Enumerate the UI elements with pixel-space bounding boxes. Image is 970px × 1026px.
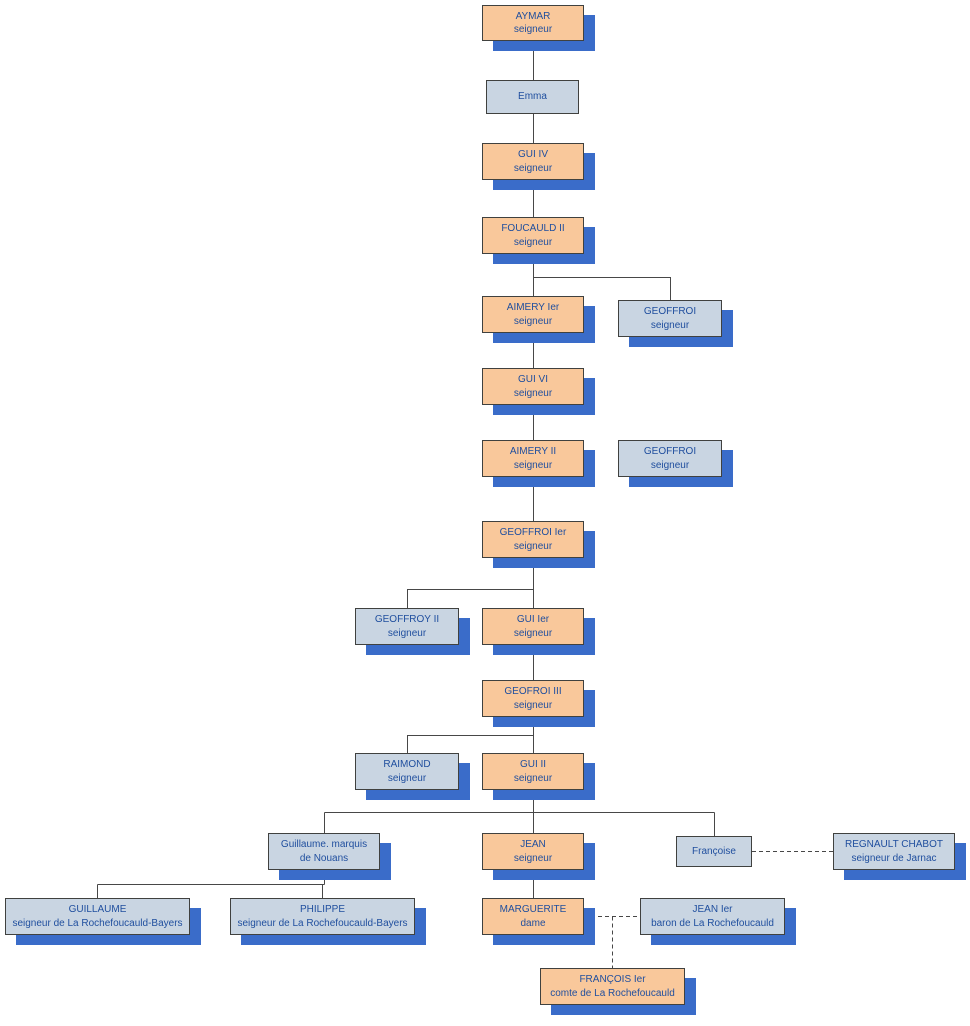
node-aimery-ier[interactable]: AIMERY Ier seigneur xyxy=(482,296,584,333)
person-name: MARGUERITE xyxy=(499,904,567,915)
node-gui-vi[interactable]: GUI VI seigneur xyxy=(482,368,584,405)
person-name: GEOFFROY II xyxy=(374,614,440,625)
connector xyxy=(533,277,671,300)
node-aimery-ii[interactable]: AIMERY II seigneur xyxy=(482,440,584,477)
node-foucauld-ii[interactable]: FOUCAULD II seigneur xyxy=(482,217,584,254)
person-name: AIMERY Ier xyxy=(506,302,560,313)
person-title: seigneur xyxy=(513,699,553,711)
person-name: GEOFROI III xyxy=(504,686,562,697)
person-title: de Nouans xyxy=(299,852,349,864)
person-title: seigneur xyxy=(513,627,553,639)
person-title: dame xyxy=(520,917,546,929)
node-gui-iv[interactable]: GUI IV seigneur xyxy=(482,143,584,180)
person-title: seigneur xyxy=(513,162,553,174)
person-name: GUI Ier xyxy=(516,614,550,625)
person-name: RAIMOND xyxy=(383,759,431,770)
person-name: GEOFFROI xyxy=(643,306,697,317)
person-title: seigneur xyxy=(650,319,690,331)
node-francoise[interactable]: Françoise xyxy=(676,836,752,867)
node-geoffroi-1[interactable]: GEOFFROI seigneur xyxy=(618,300,722,337)
connector xyxy=(407,735,534,753)
person-name: AYMAR xyxy=(515,10,551,22)
node-guillaume-bayers[interactable]: GUILLAUME seigneur de La Rochefoucauld-B… xyxy=(5,898,190,935)
person-title: seigneur xyxy=(387,627,427,639)
node-francois-ier[interactable]: FRANÇOIS Ier comte de La Rochefoucauld xyxy=(540,968,685,1005)
connector xyxy=(407,589,534,608)
person-name: FOUCAULD II xyxy=(501,223,565,234)
person-name: Guillaume. marquis xyxy=(280,839,368,850)
person-name: GEOFFROI xyxy=(643,446,697,457)
node-gui-ii[interactable]: GUI II seigneur xyxy=(482,753,584,790)
node-jean[interactable]: JEAN seigneur xyxy=(482,833,584,870)
person-name: REGNAULT CHABOT xyxy=(845,839,943,850)
person-title: seigneur xyxy=(513,315,553,327)
node-gui-ier[interactable]: GUI Ier seigneur xyxy=(482,608,584,645)
person-title: seigneur xyxy=(387,772,427,784)
person-title: seigneur xyxy=(513,387,553,399)
node-geofroi-iii[interactable]: GEOFROI III seigneur xyxy=(482,680,584,717)
person-title: seigneur de La Rochefoucauld-Bayers xyxy=(237,917,408,929)
node-emma[interactable]: Emma xyxy=(486,80,579,114)
node-geoffroi-2[interactable]: GEOFFROI seigneur xyxy=(618,440,722,477)
node-jean-ier[interactable]: JEAN Ier baron de La Rochefoucauld xyxy=(640,898,785,935)
person-title: seigneur xyxy=(513,772,553,784)
node-raimond[interactable]: RAIMOND seigneur xyxy=(355,753,459,790)
person-name: GUILLAUME xyxy=(68,904,127,915)
node-geoffroi-ier[interactable]: GEOFFROI Ier seigneur xyxy=(482,521,584,558)
person-title: baron de La Rochefoucauld xyxy=(651,917,774,929)
node-guillaume-nouans[interactable]: Guillaume. marquis de Nouans xyxy=(268,833,380,870)
person-title: seigneur de Jarnac xyxy=(851,852,937,864)
node-aymar[interactable]: AYMAR seigneur xyxy=(482,5,584,41)
person-name: PHILIPPE xyxy=(299,904,346,915)
node-geoffroy-ii[interactable]: GEOFFROY II seigneur xyxy=(355,608,459,645)
person-name: JEAN xyxy=(520,839,546,850)
person-name: Emma xyxy=(518,91,547,103)
person-title: seigneur xyxy=(513,236,553,248)
person-title: comte de La Rochefoucauld xyxy=(550,987,675,999)
person-name: Françoise xyxy=(692,845,736,857)
person-name: GUI IV xyxy=(517,149,548,160)
node-regnault-chabot[interactable]: REGNAULT CHABOT seigneur de Jarnac xyxy=(833,833,955,870)
person-name: GUI II xyxy=(519,759,547,770)
person-title: seigneur xyxy=(513,852,553,864)
person-name: JEAN Ier xyxy=(692,904,733,915)
node-marguerite[interactable]: MARGUERITE dame xyxy=(482,898,584,935)
person-title: seigneur xyxy=(513,540,553,552)
node-philippe-bayers[interactable]: PHILIPPE seigneur de La Rochefoucauld-Ba… xyxy=(230,898,415,935)
person-title: seigneur de La Rochefoucauld-Bayers xyxy=(12,917,183,929)
person-name: GEOFFROI Ier xyxy=(499,527,567,538)
person-name: AIMERY II xyxy=(509,446,557,457)
person-name: GUI VI xyxy=(517,374,548,385)
person-title: seigneur xyxy=(650,459,690,471)
person-title: seigneur xyxy=(513,459,553,471)
person-name: FRANÇOIS Ier xyxy=(579,974,646,985)
person-title: seigneur xyxy=(513,24,553,35)
